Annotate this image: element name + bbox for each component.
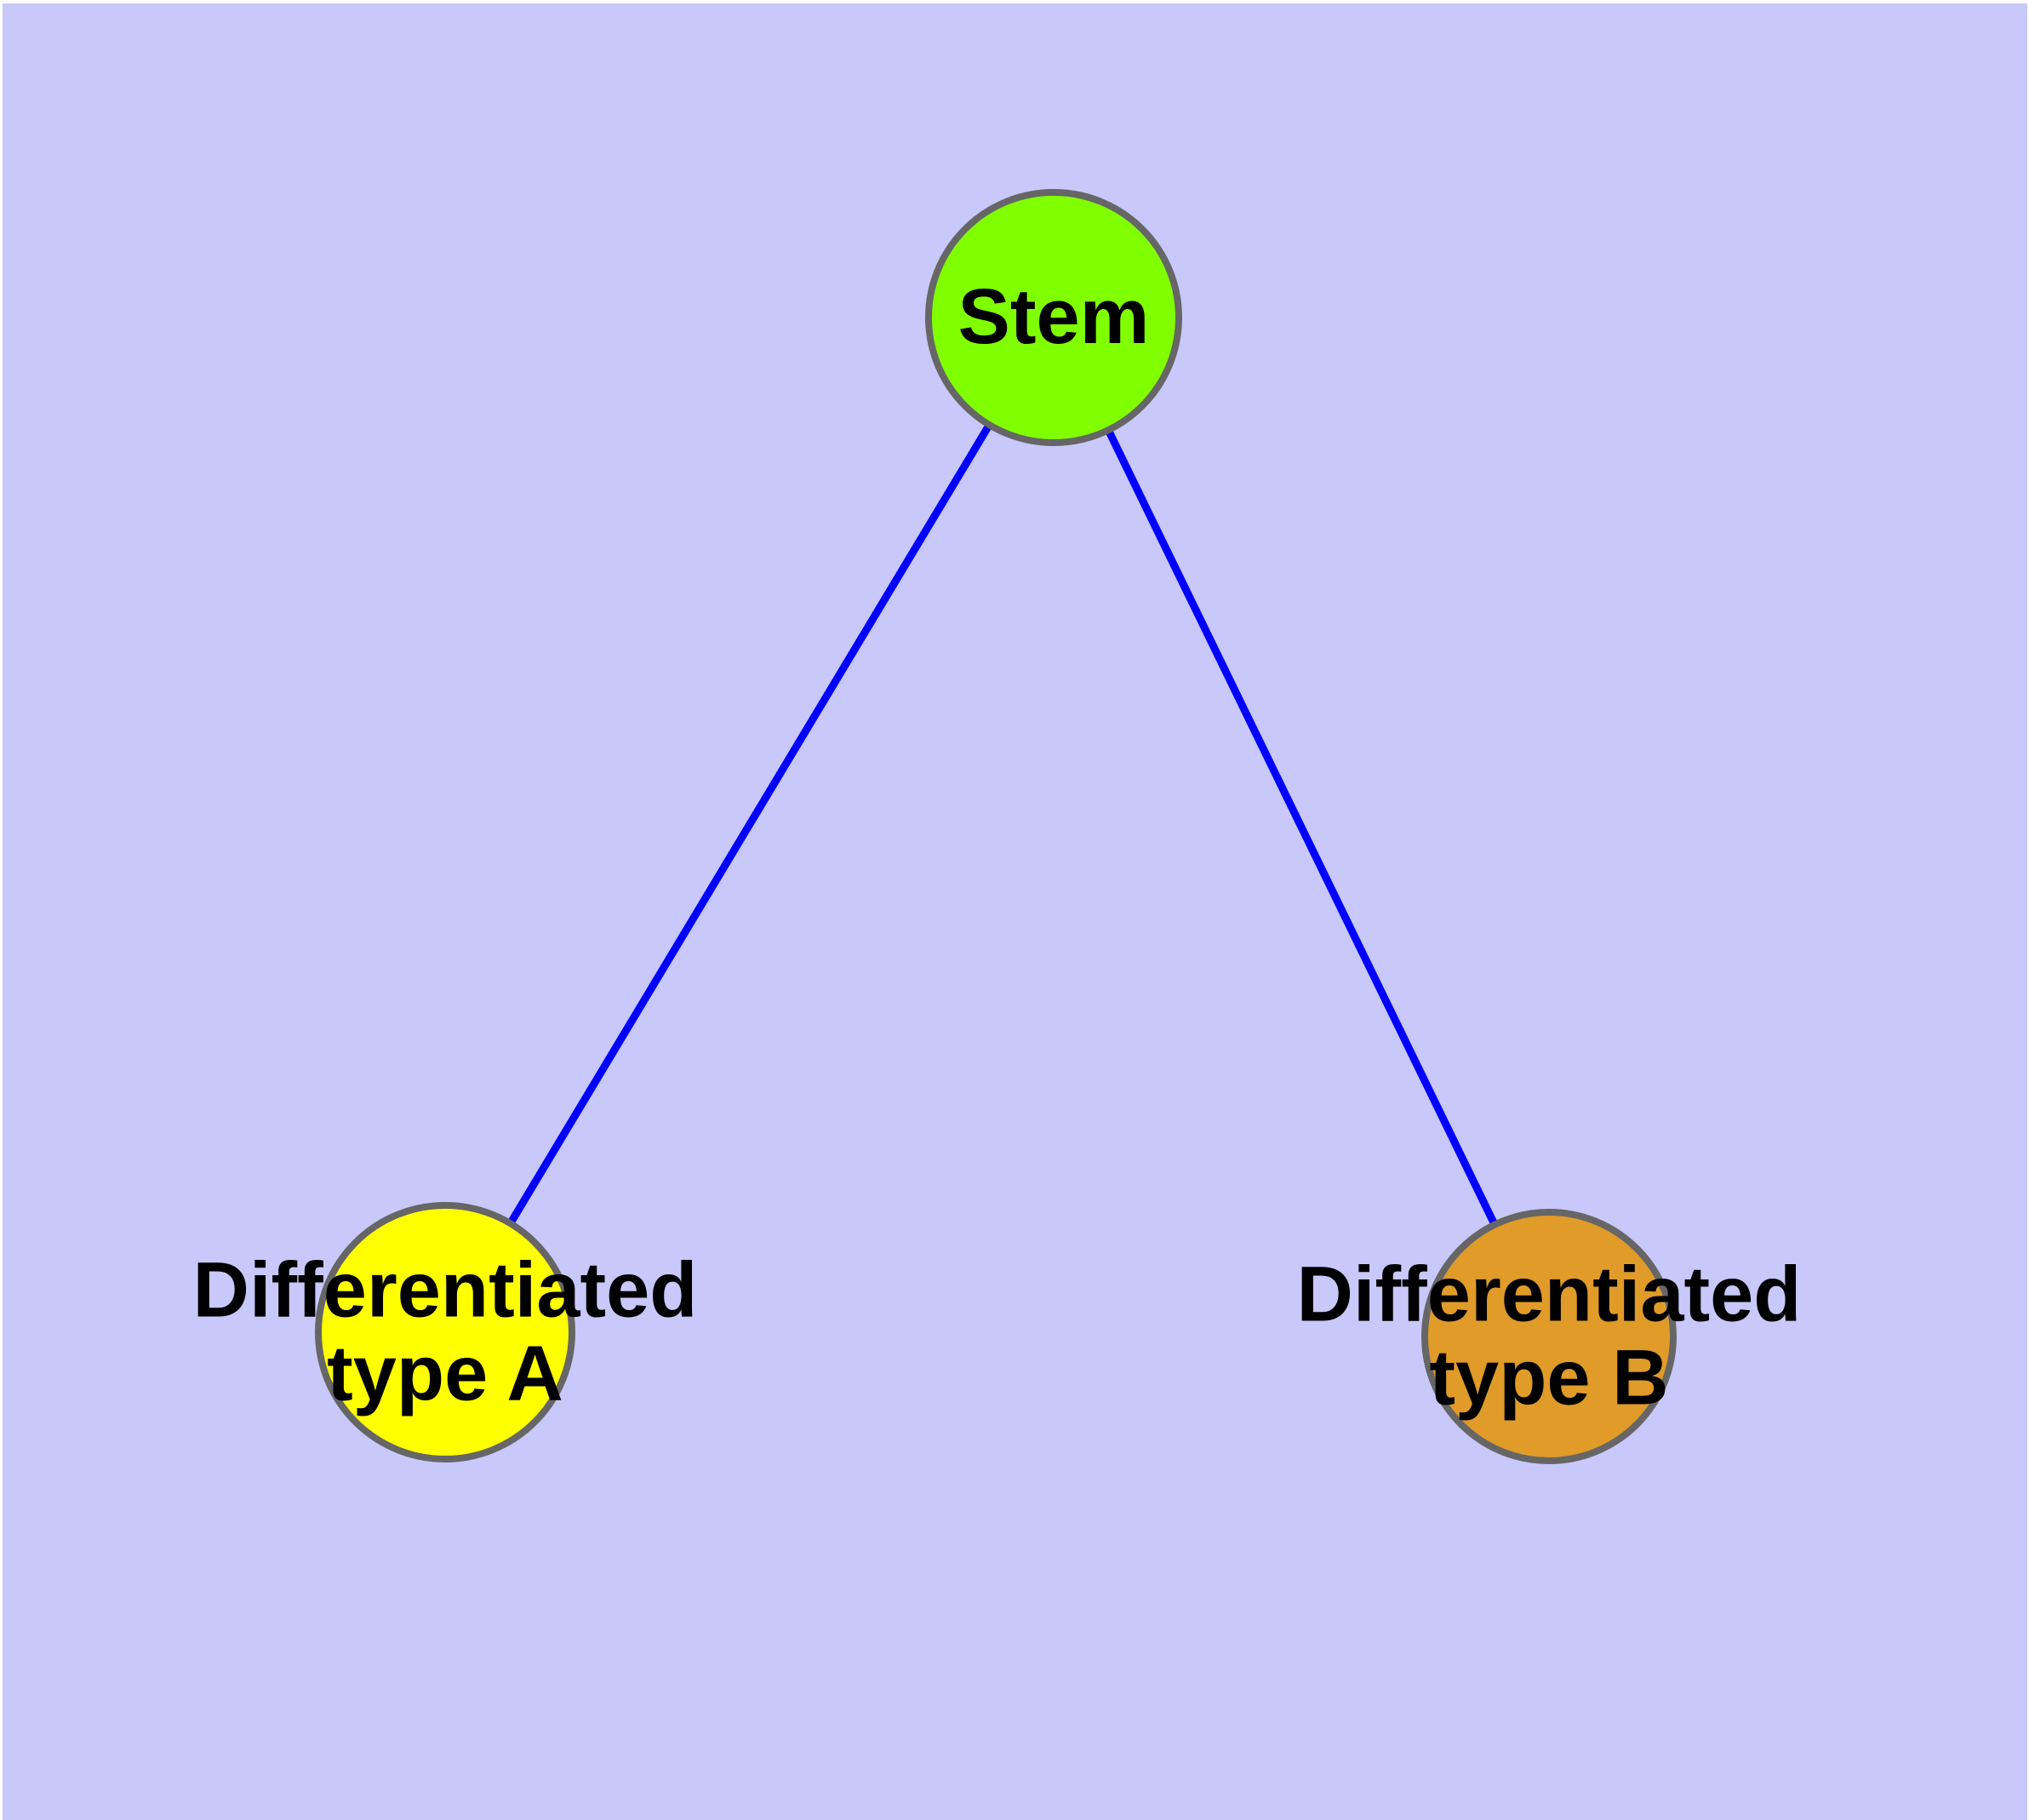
- edges-layer: [442, 315, 1553, 1338]
- nodes-layer: [315, 189, 1677, 1464]
- graph-node-stem[interactable]: [925, 189, 1182, 446]
- graph-node-diff_a[interactable]: [315, 1202, 575, 1462]
- graph-edge-stem-diff_b[interactable]: [1049, 316, 1553, 1338]
- graph-edge-stem-diff_a[interactable]: [442, 315, 1057, 1335]
- graph-node-diff_b[interactable]: [1421, 1209, 1677, 1464]
